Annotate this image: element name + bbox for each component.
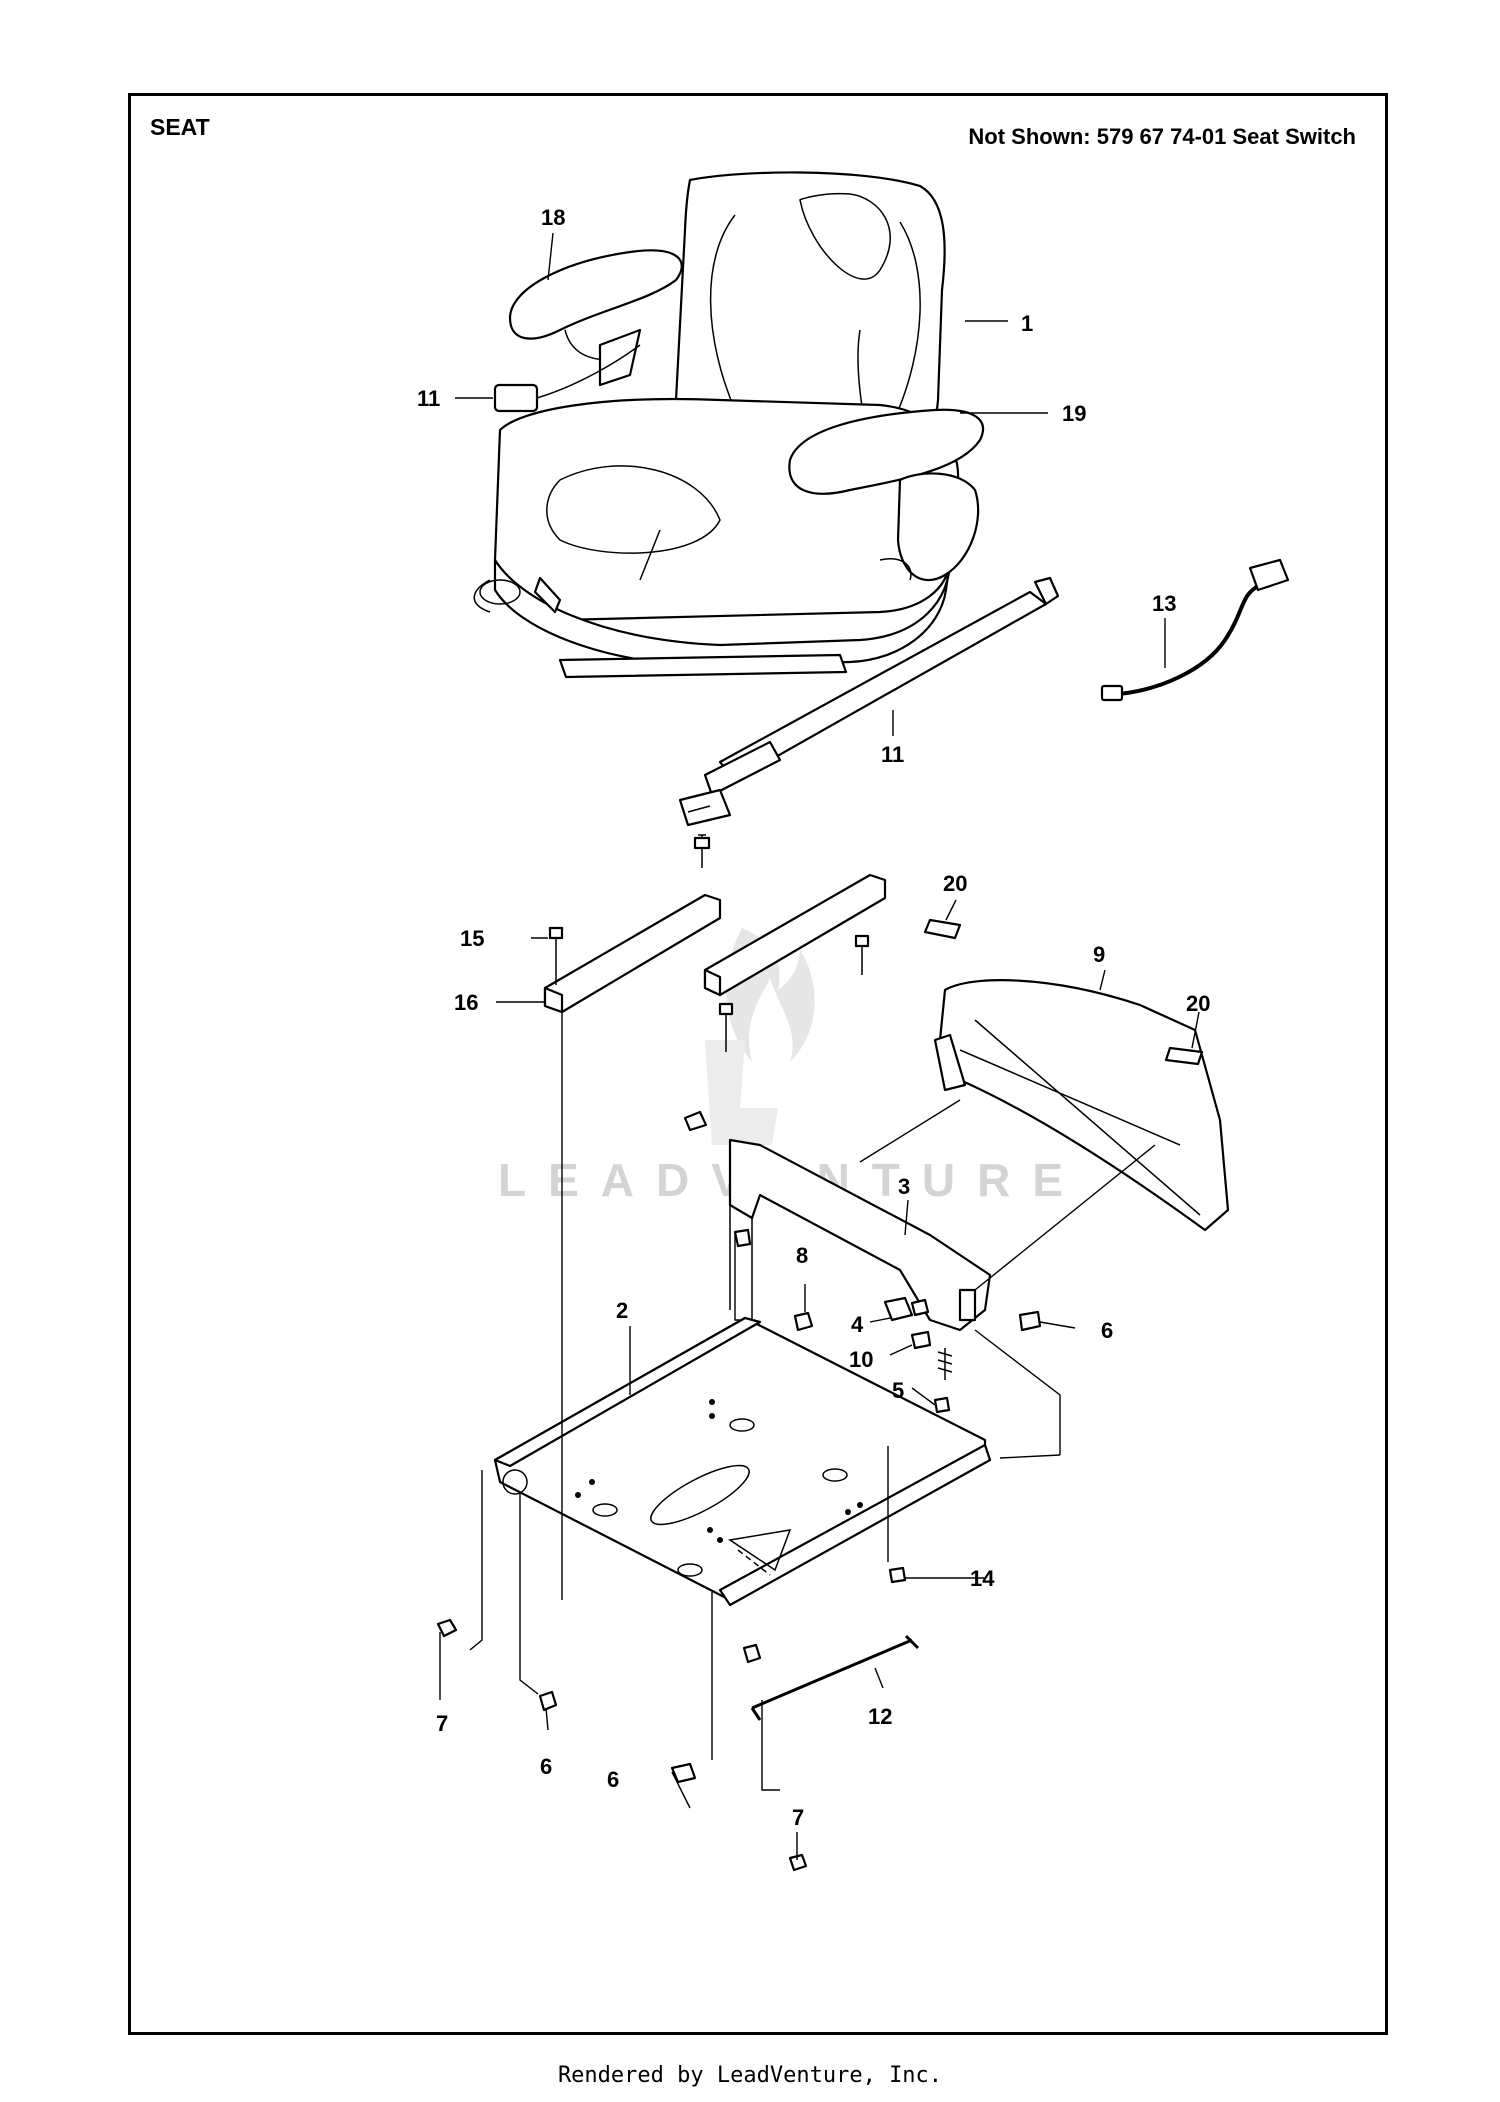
callout-labels: 1 2 3 4 5 6 6 6 7 7 8 9 10 11 11 12 13 1… [417,205,1210,1830]
callout-10: 10 [849,1347,873,1372]
callout-12: 12 [868,1704,892,1729]
footer-credit: Rendered by LeadVenture, Inc. [557,2063,943,2088]
callout-20a: 20 [943,871,967,896]
diagram-frame [128,93,1388,2035]
leader-lines [439,232,1200,1860]
fasteners [436,1566,907,1872]
callout-16: 16 [454,990,478,1015]
bracket-3 [683,1110,992,1332]
callout-6a: 6 [1101,1318,1113,1343]
seat-assembly [473,171,985,679]
rod-12 [750,1634,920,1721]
seat-pan-bracket [923,918,1230,1232]
callout-6c: 6 [607,1767,619,1792]
callout-7b: 7 [792,1805,804,1830]
callout-6b: 6 [540,1754,552,1779]
callout-20b: 20 [1186,991,1210,1016]
callout-13: 13 [1152,591,1176,616]
buckle-11 [493,383,539,413]
seat-rails [543,834,887,1052]
callout-18: 18 [541,205,565,230]
callout-14: 14 [970,1566,995,1591]
callout-11b: 11 [881,742,904,767]
callout-3: 3 [898,1174,910,1199]
tab-20b [1164,1046,1204,1066]
callout-9: 9 [1093,942,1105,967]
callout-1: 1 [1021,311,1033,336]
seat-belt-strap [678,576,1060,827]
callout-11a: 11 [417,386,440,411]
callout-5: 5 [892,1378,904,1403]
callout-7a: 7 [436,1711,448,1736]
small-hardware [793,1296,1042,1414]
callout-8: 8 [796,1243,808,1268]
callout-15: 15 [460,926,484,951]
callout-4: 4 [851,1312,864,1337]
wire-harness [1100,558,1290,702]
diagram-title: SEAT [150,114,210,140]
seat-plate [493,1316,992,1607]
not-shown-note: Not Shown: 579 67 74-01 Seat Switch [968,124,1356,149]
callout-19: 19 [1062,401,1086,426]
callout-2: 2 [616,1298,628,1323]
tab-20a [923,918,962,940]
